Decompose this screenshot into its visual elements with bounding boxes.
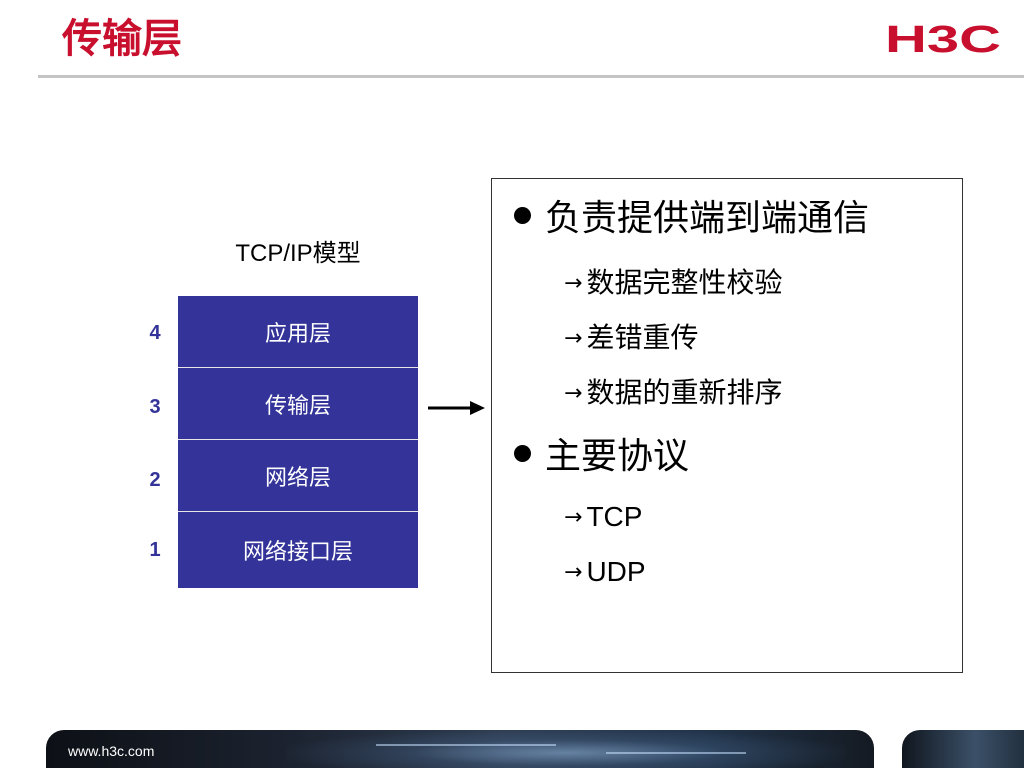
layer-number: 2	[149, 469, 161, 491]
bullet-item: 主要协议	[514, 435, 689, 479]
sub-item: →TCP	[564, 499, 642, 536]
arrow-right-icon: →	[564, 271, 583, 296]
footer-url: www.h3c.com	[68, 743, 155, 759]
sub-item: →数据完整性校验	[564, 265, 782, 302]
sub-item-text: 数据完整性校验	[586, 266, 783, 299]
footer-streak	[376, 744, 556, 746]
model-caption: TCP/IP模型	[235, 240, 361, 267]
layer-stack: 应用层 传输层 网络层 网络接口层	[178, 296, 418, 588]
header-divider	[38, 75, 1024, 78]
arrow-right-icon: →	[564, 381, 583, 406]
sub-item: →差错重传	[564, 320, 698, 357]
footer-streak	[606, 752, 746, 754]
sub-item-text: 差错重传	[586, 321, 699, 354]
sub-item: →UDP	[564, 554, 646, 591]
bullet-text: 主要协议	[545, 436, 690, 477]
sub-item-text: TCP	[586, 501, 643, 532]
bullet-text: 负责提供端到端通信	[545, 198, 870, 239]
sub-item-text: UDP	[586, 556, 646, 587]
sub-item-text: 数据的重新排序	[586, 376, 783, 409]
arrow-right-icon: →	[564, 560, 583, 585]
arrow-right-icon: →	[564, 326, 583, 351]
layer-number: 4	[149, 322, 161, 344]
arrow-right-icon	[428, 401, 485, 415]
arrow-right-icon: →	[564, 505, 583, 530]
logo-text: H3C	[885, 20, 1001, 58]
layer-number: 1	[149, 539, 161, 561]
sub-item: →数据的重新排序	[564, 375, 782, 412]
layer-network-interface: 网络接口层	[178, 512, 418, 588]
layer-number: 3	[149, 396, 161, 418]
h3c-logo: H3C	[885, 20, 1001, 58]
layer-transport: 传输层	[178, 368, 418, 440]
footer-ornament	[902, 730, 1024, 768]
bullet-dot-icon	[514, 445, 531, 462]
layer-application: 应用层	[178, 296, 418, 368]
layer-network: 网络层	[178, 440, 418, 512]
bullet-item: 负责提供端到端通信	[514, 197, 869, 241]
slide-title: 传输层	[62, 16, 182, 62]
bullet-dot-icon	[514, 207, 531, 224]
footer-glow	[286, 730, 846, 768]
info-box: 负责提供端到端通信 →数据完整性校验 →差错重传 →数据的重新排序 主要协议 →…	[491, 178, 963, 673]
footer-bar: www.h3c.com	[46, 730, 874, 768]
